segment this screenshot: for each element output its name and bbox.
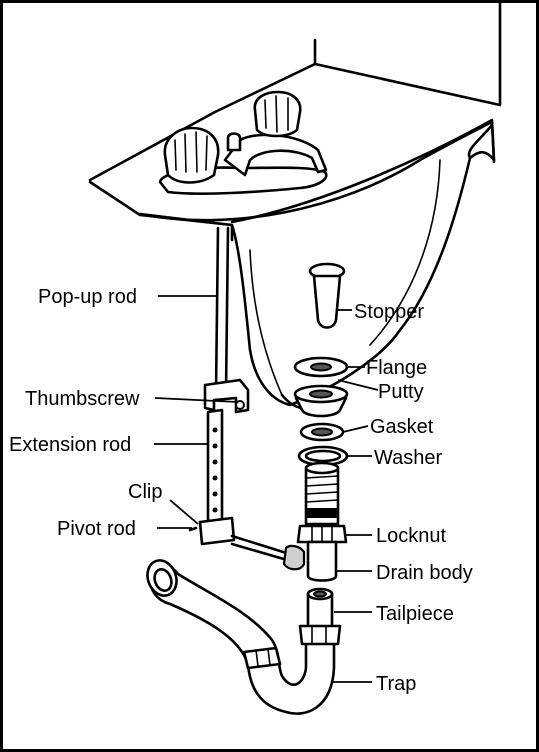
label-thumbscrew: Thumbscrew bbox=[25, 388, 140, 410]
label-flange: Flange bbox=[366, 357, 427, 379]
gasket bbox=[299, 422, 369, 442]
gasket-leader bbox=[342, 425, 369, 433]
label-stopper: Stopper bbox=[354, 301, 424, 323]
clip-and-pivot bbox=[157, 499, 298, 564]
extension-rod bbox=[154, 408, 224, 532]
popup-rod bbox=[158, 226, 230, 394]
label-extension-rod: Extension rod bbox=[9, 434, 131, 456]
label-washer: Washer bbox=[374, 447, 443, 469]
thumbscrew-leader bbox=[154, 397, 239, 403]
thumbscrew-bracket bbox=[154, 378, 250, 414]
wall-lines bbox=[88, 0, 502, 182]
label-drain-body: Drain body bbox=[376, 562, 473, 584]
label-tailpiece: Tailpiece bbox=[376, 603, 454, 625]
label-gasket: Gasket bbox=[370, 416, 434, 438]
clip-leader bbox=[169, 499, 199, 525]
label-putty: Putty bbox=[378, 381, 424, 403]
putty-leader bbox=[337, 379, 379, 391]
drain-body bbox=[282, 461, 372, 582]
putty-flange bbox=[293, 379, 379, 418]
label-pivot-rod: Pivot rod bbox=[57, 518, 136, 540]
washer bbox=[297, 445, 372, 467]
faucet bbox=[158, 90, 328, 195]
trap bbox=[146, 559, 372, 715]
flange bbox=[293, 356, 365, 378]
label-popup-rod: Pop-up rod bbox=[38, 286, 137, 308]
sink-basin bbox=[88, 118, 496, 407]
label-clip: Clip bbox=[128, 481, 162, 503]
stopper bbox=[308, 262, 352, 329]
label-locknut: Locknut bbox=[376, 525, 446, 547]
label-trap: Trap bbox=[376, 673, 416, 695]
